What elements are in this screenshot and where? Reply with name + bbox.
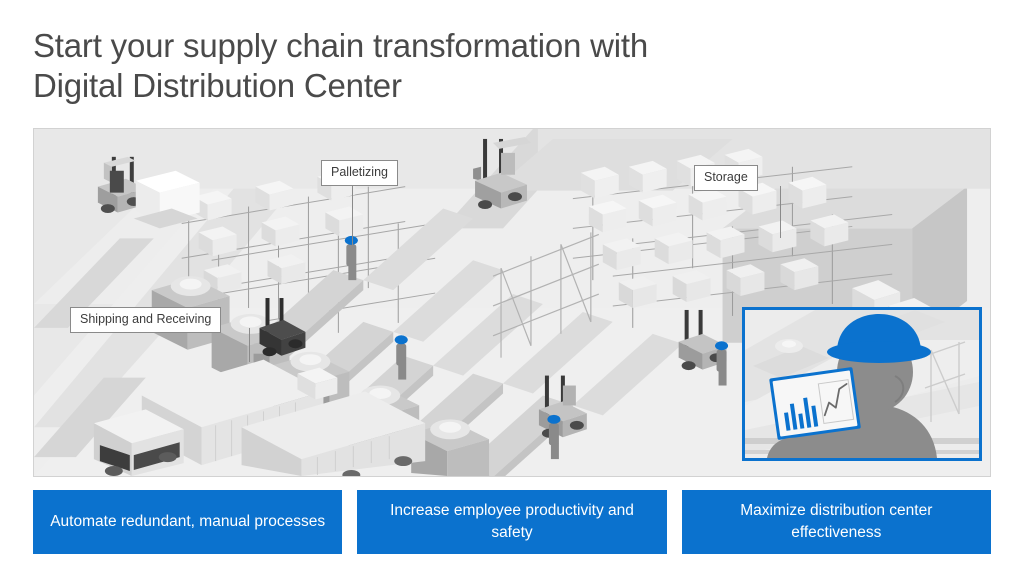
- label-storage[interactable]: Storage: [694, 165, 758, 191]
- leader-line-shipping: [249, 328, 250, 362]
- page-title: Start your supply chain transformation w…: [33, 26, 933, 106]
- benefit-box-1[interactable]: Automate redundant, manual processes: [33, 490, 343, 554]
- benefit-box-3[interactable]: Maximize distribution center effectivene…: [681, 490, 991, 554]
- warehouse-illustration-panel: Palletizing Storage Shipping and Receivi…: [33, 128, 991, 477]
- label-palletizing[interactable]: Palletizing: [321, 160, 398, 186]
- forklift-top-left: [97, 156, 200, 229]
- worker-with-tablet-illustration: [745, 310, 979, 458]
- page-title-line-2: Digital Distribution Center: [33, 67, 402, 104]
- page-title-line-1: Start your supply chain transformation w…: [33, 27, 649, 64]
- benefits-row: Automate redundant, manual processes Inc…: [33, 490, 991, 554]
- worker-figures: [344, 235, 729, 460]
- worker-with-tablet-inset: [742, 307, 982, 461]
- forklift-dock-left: [259, 298, 306, 357]
- leader-line-storage: [780, 186, 781, 238]
- forklift-top-center: [473, 136, 531, 210]
- label-shipping-and-receiving[interactable]: Shipping and Receiving: [70, 307, 222, 333]
- benefit-box-2[interactable]: Increase employee productivity and safet…: [357, 490, 667, 554]
- leader-line-palletizing: [352, 181, 353, 245]
